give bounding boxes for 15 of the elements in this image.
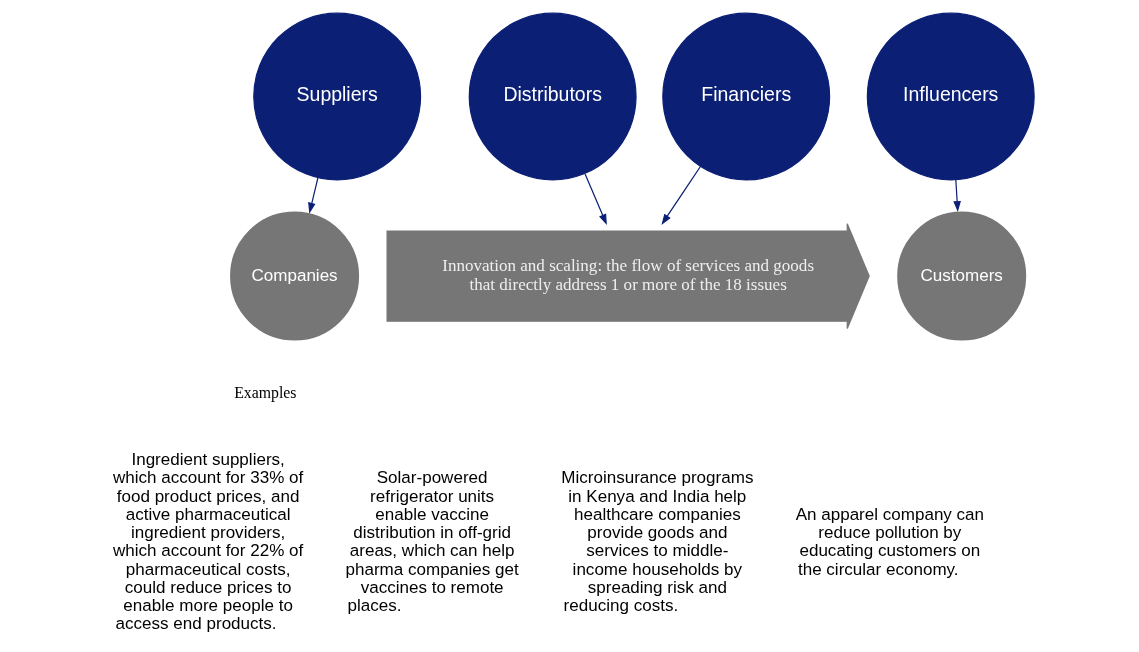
node-circle: Financiers — [661, 12, 830, 181]
node-circle: Customers — [894, 209, 1029, 344]
arrow — [660, 166, 701, 225]
arrow — [307, 177, 318, 214]
label: Examples — [233, 384, 297, 402]
label: Microinsurance programs in Kenya and India help healthcare companies provide goods and services to middle-income households by spreading risk and reducing costs. — [560, 468, 753, 616]
node-circle: Influencers — [866, 12, 1035, 181]
arrow — [584, 173, 607, 226]
arrow — [952, 179, 961, 213]
node-circle: Companies — [227, 209, 361, 344]
label: Solar-powered refrigerator units enable vaccine distribution in off-grid areas, which can help pharma companies get vaccines to remote places. — [345, 468, 519, 616]
label: An apparel company can reduce pollution by educating customers on the circular economy. — [795, 504, 984, 579]
node-circle: Suppliers — [252, 12, 421, 181]
node-circle: Distributors — [468, 12, 637, 181]
label: Ingredient suppliers, which account for 33% of food product prices, and active pharmaceutical ingredient providers, which account for 22% of pharmaceutical costs, could reduce prices to enable more people to access end products. — [112, 450, 303, 634]
